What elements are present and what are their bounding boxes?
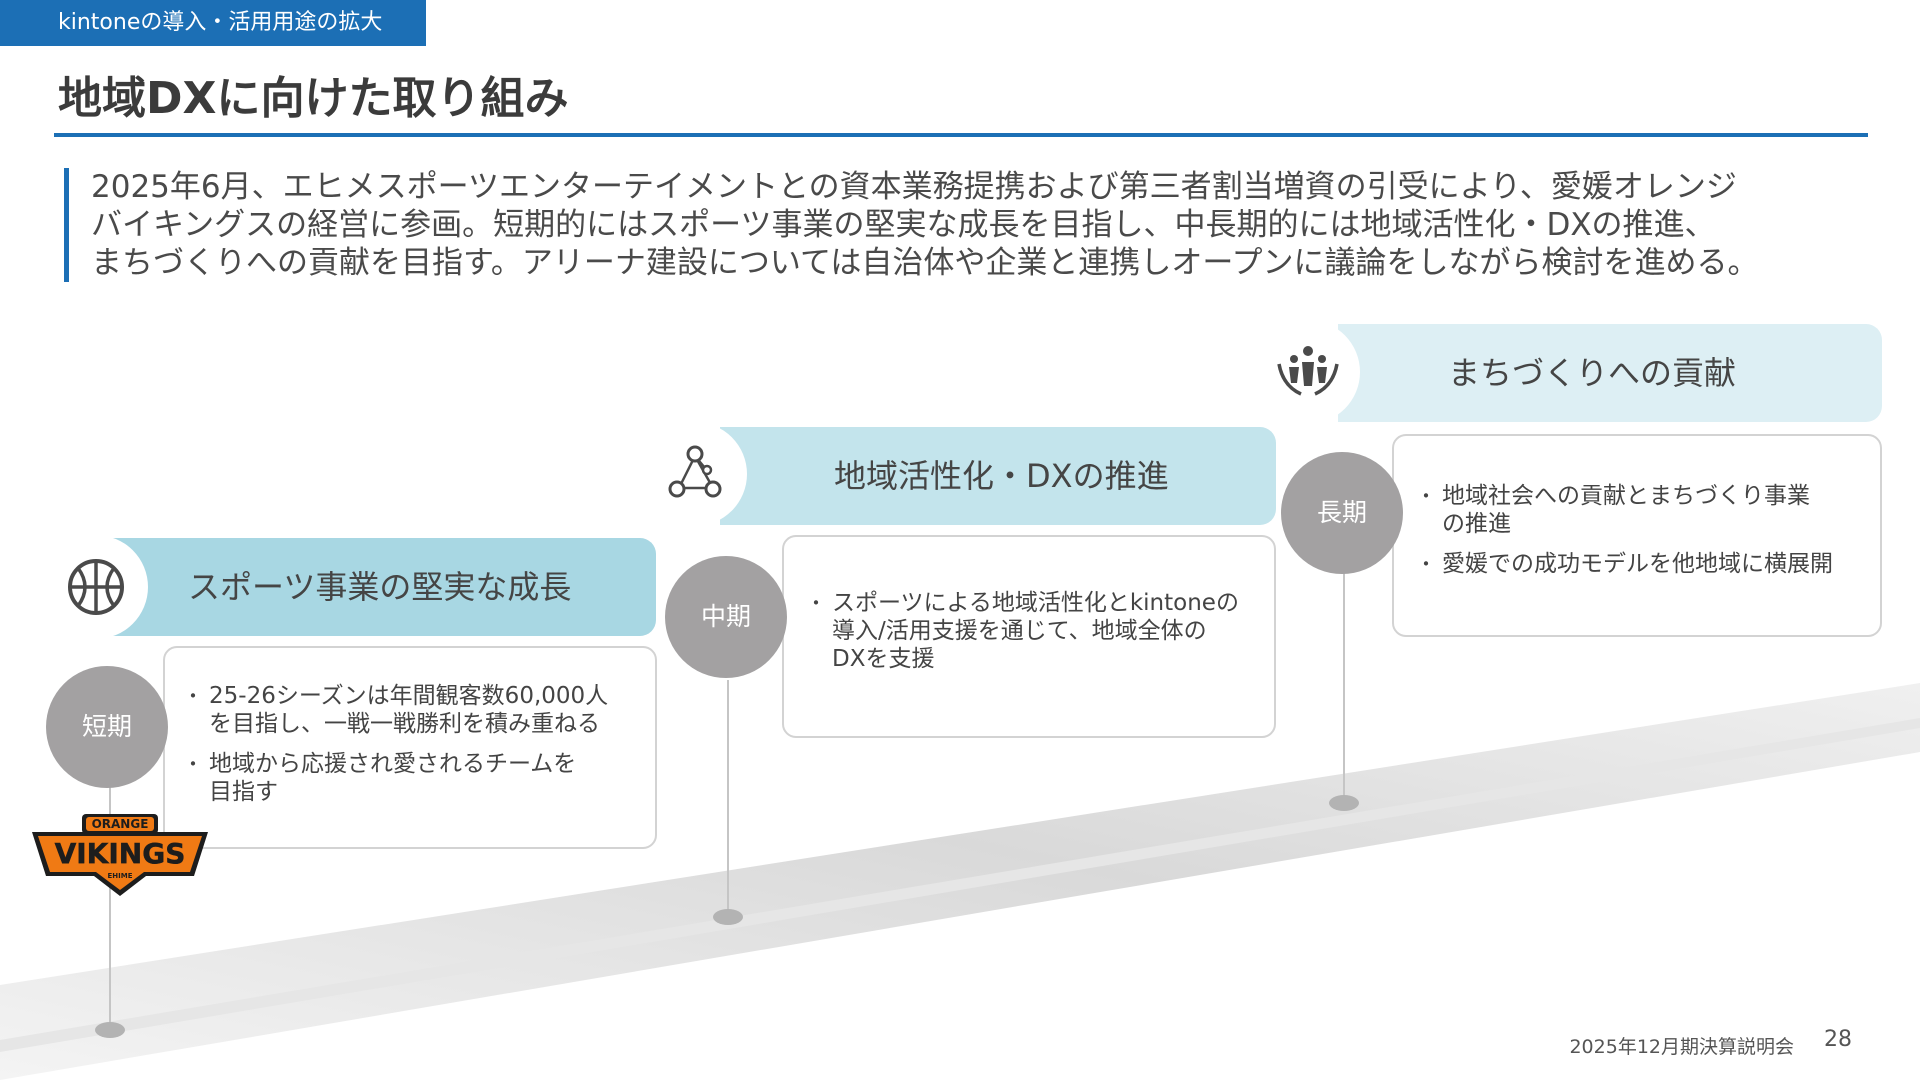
svg-text:ORANGE: ORANGE [92,817,149,831]
network-icon [668,445,722,498]
page-title: 地域DXに向けた取り組み [58,73,569,124]
lead-paragraph: 2025年6月、エヒメスポーツエンターテイメントとの資本業務提携および第三者割当… [64,168,1851,282]
phase-title-long: まちづくりへの貢献 [1448,354,1737,392]
phase-bullet: スポーツによる地域活性化とkintoneの 導入/活用支援を通じて、地域全体の … [806,589,1260,673]
phase-banner-mid [720,427,1276,525]
term-badge-mid: 中期 [665,556,787,678]
timeline-pole-foot [1329,795,1359,811]
phase-card-long: 地域社会への貢献とまちづくり事業 の推進 愛媛での成功モデルを他地域に横展開 [1392,434,1882,637]
page-number: 28 [1824,1027,1852,1052]
term-badge-short: 短期 [46,666,168,788]
phase-icon-disc [643,422,747,526]
orange-vikings-logo: ORANGE VIKINGS EHIME [32,814,208,896]
phase-icon-disc [44,535,148,639]
phase-bullet: 地域から応援され愛されるチームを 目指す [183,750,641,806]
community-icon [1277,346,1339,396]
svg-text:EHIME: EHIME [108,872,133,880]
timeline-pole-foot [713,909,743,925]
lead-line: バイキングスの経営に参画。短期的にはスポーツ事業の堅実な成長を目指し、中長期的に… [91,207,1716,243]
phase-card-short: 25-26シーズンは年間観客数60,000人 を目指し、一戦一戦勝利を積み重ねる… [163,646,657,849]
phase-bullet: 地域社会への貢献とまちづくり事業 の推進 [1416,482,1866,538]
phase-title-short: スポーツ事業の堅実な成長 [188,568,572,606]
timeline-pole-mid [727,680,729,915]
lead-line: まちづくりへの貢献を目指す。アリーナ建設については自治体や企業と連携しオープンに… [91,245,1759,281]
timeline-pole-short [109,780,111,1030]
title-divider [54,133,1868,137]
phase-bullet: 愛媛での成功モデルを他地域に横展開 [1416,550,1866,578]
phase-banner-short [100,538,656,636]
phase-bullet: 25-26シーズンは年間観客数60,000人 を目指し、一戦一戦勝利を積み重ねる [183,682,641,738]
term-badge-long: 長期 [1281,452,1403,574]
section-tag: kintoneの導入・活用用途の拡大 [0,0,426,46]
phase-title-mid: 地域活性化・DXの推進 [834,457,1169,495]
timeline-pole-foot [95,1022,125,1038]
lead-line: 2025年6月、エヒメスポーツエンターテイメントとの資本業務提携および第三者割当… [91,169,1737,205]
timeline-pole-long [1343,570,1345,800]
phase-icon-disc [1256,320,1360,424]
phase-banner-long [1338,324,1882,422]
basketball-icon [68,559,124,615]
phase-card-mid: スポーツによる地域活性化とkintoneの 導入/活用支援を通じて、地域全体の … [782,535,1276,738]
footer-label: 2025年12月期決算説明会 [1569,1036,1794,1058]
svg-text:VIKINGS: VIKINGS [55,837,186,870]
